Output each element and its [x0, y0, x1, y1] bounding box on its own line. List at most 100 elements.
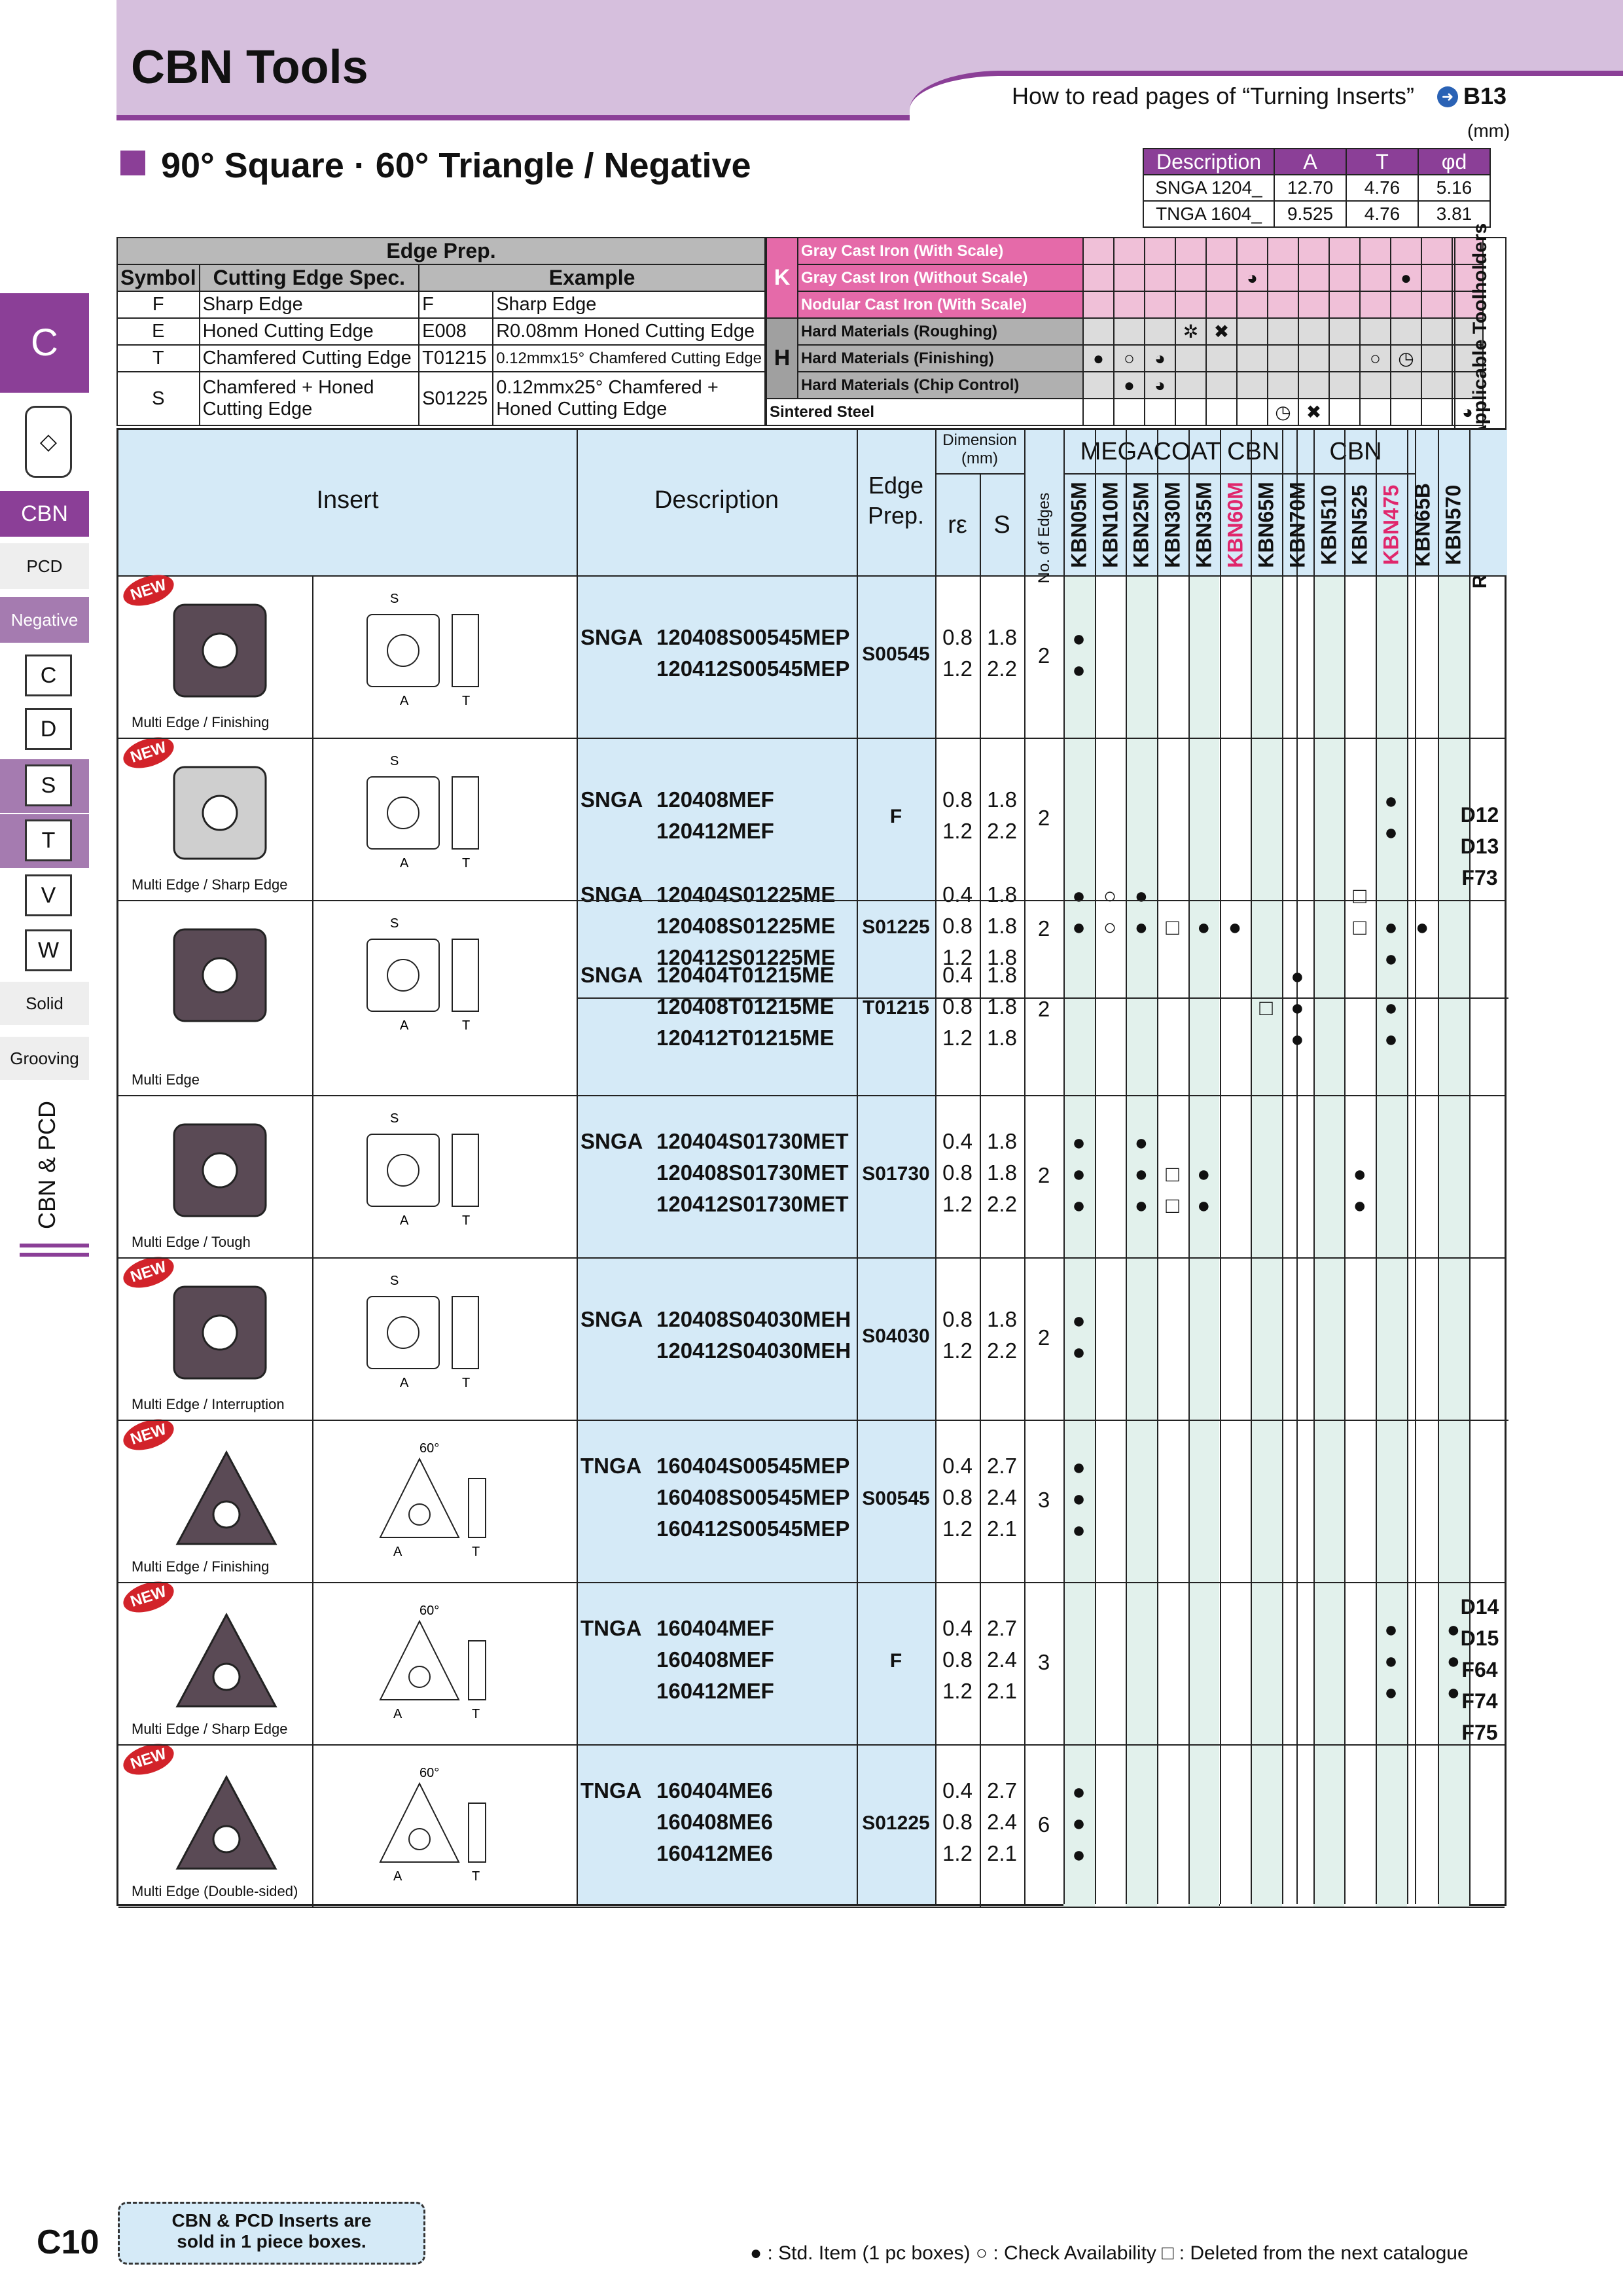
thickness-s: 2.1 [987, 1516, 1017, 1541]
svg-text:T: T [472, 1545, 480, 1559]
check-availability-mark: ○ [1103, 914, 1117, 940]
corner-radius: 0.8 [942, 913, 972, 938]
corner-radius: 0.4 [942, 962, 972, 987]
edges-header-bg [1024, 430, 1063, 575]
sidebar-item-solid[interactable]: Solid [0, 982, 89, 1025]
sidebar-item-cbn[interactable]: CBN [0, 491, 89, 537]
svg-text:S: S [390, 592, 399, 606]
std-item-mark: ● [1072, 626, 1086, 651]
svg-text:60°: 60° [419, 1766, 439, 1780]
corner-radius: 0.8 [942, 1160, 972, 1185]
edges-header: No. of Edges [1035, 492, 1053, 584]
note-line: sold in 1 piece boxes. [177, 2231, 366, 2251]
series-code: TNGA [580, 1616, 642, 1640]
part-number: 120404S01225ME [656, 882, 836, 906]
grade-column [1063, 575, 1095, 1908]
edge-prep-header: Symbol [116, 264, 200, 292]
deleted-mark: □ [1166, 1162, 1179, 1187]
ref-page-code[interactable]: D13 [1460, 834, 1499, 858]
page-title: CBN Tools [131, 41, 368, 94]
dim-cell: 9.525 [1274, 200, 1347, 228]
corner-radius: 0.4 [942, 1778, 972, 1803]
cbn-header: CBN [1329, 438, 1382, 465]
edge-prep-cell: E [116, 317, 200, 346]
shape-c-icon[interactable]: C [25, 655, 72, 696]
std-item-mark: ● [1384, 995, 1398, 1020]
shape-d-icon[interactable]: D [25, 708, 72, 750]
svg-text:60°: 60° [419, 1604, 439, 1618]
std-item-mark: ● [1446, 1680, 1461, 1705]
part-number: 120412MEF [656, 819, 774, 843]
deleted-mark: □ [1166, 1193, 1179, 1218]
std-item-mark: ● [1134, 1130, 1149, 1155]
grade-column [1438, 575, 1470, 1908]
part-number: 120412T01215ME [656, 1025, 834, 1050]
re-header: rε [948, 511, 967, 539]
thickness-s: 2.4 [987, 1810, 1017, 1834]
section-tab-c[interactable]: C [0, 293, 89, 393]
grade-header: KBN05M [1067, 482, 1091, 568]
sidebar-item-pcd[interactable]: PCD [0, 543, 89, 589]
ref-page-code[interactable]: F73 [1461, 866, 1498, 889]
shape-v-icon[interactable]: V [25, 874, 72, 916]
part-number: 160404MEF [656, 1616, 774, 1640]
std-item-mark: ● [1353, 1193, 1367, 1218]
part-number: 120412S00545MEP [656, 656, 850, 681]
ref-page-code[interactable]: D14 [1460, 1595, 1499, 1619]
std-item-mark: ● [1072, 1193, 1086, 1218]
series-code: TNGA [580, 1454, 642, 1478]
edge-prep-cell: 0.12mmx15° Chamfered Cutting Edge [492, 344, 766, 372]
ref-page-code[interactable]: F75 [1461, 1721, 1498, 1744]
insert-caption: Multi Edge / Finishing [132, 1558, 270, 1575]
shape-s-icon[interactable]: S [25, 764, 72, 806]
std-item-mark: ● [1384, 914, 1398, 940]
shape-t-icon[interactable]: T [25, 819, 72, 861]
std-item-mark: ● [1384, 1649, 1398, 1674]
sidebar-item-negative[interactable]: Negative [0, 597, 89, 643]
grade-column [1188, 575, 1220, 1908]
std-item-mark: ● [1415, 914, 1429, 940]
part-number: 120408S01730MET [656, 1160, 849, 1185]
thickness-s: 1.8 [987, 1129, 1017, 1153]
std-item-mark: ● [1134, 883, 1149, 908]
sidebar-item-grooving[interactable]: Grooving [0, 1037, 89, 1080]
ref-page-code[interactable]: D12 [1460, 803, 1499, 827]
svg-text:T: T [462, 1376, 470, 1390]
megacoat-header: MEGACOAT CBN [1080, 438, 1280, 465]
svg-text:A: A [393, 1545, 402, 1559]
svg-text:T: T [462, 694, 470, 708]
edge-prep-value: T01215 [863, 996, 929, 1018]
howto-ref-link[interactable]: B13 [1463, 82, 1507, 109]
std-item-mark: ● [1291, 1026, 1304, 1052]
thickness-s: 2.1 [987, 1679, 1017, 1703]
std-item-mark: ● [1446, 1617, 1461, 1642]
work-material: Hard Materials (Chip Control) [797, 371, 1084, 399]
edges-count: 2 [1037, 996, 1050, 1021]
edge-prep-header: Example [418, 264, 766, 292]
dim-header: Description [1143, 148, 1275, 175]
thickness-s: 1.8 [987, 625, 1017, 649]
ref-page-code[interactable]: F64 [1461, 1658, 1498, 1681]
edge-prep-header: Cutting Edge Spec. [198, 264, 420, 292]
thickness-s: 1.8 [987, 1307, 1017, 1331]
std-item-mark: ● [1072, 1486, 1086, 1511]
dim-cell: 3.81 [1418, 200, 1491, 228]
edge-prep-cell: Chamfered + Honed Cutting Edge [198, 371, 420, 426]
work-material: Gray Cast Iron (With Scale) [797, 237, 1084, 265]
ref-page-code[interactable]: D15 [1460, 1626, 1499, 1650]
grade-header-bg [1063, 430, 1507, 575]
series-code: SNGA [580, 787, 643, 812]
dim-header: T [1346, 148, 1419, 175]
edges-count: 2 [1037, 1163, 1050, 1187]
svg-text:S: S [390, 916, 399, 931]
part-number: 160404ME6 [656, 1778, 773, 1803]
ref-page-code[interactable]: F74 [1461, 1689, 1498, 1713]
series-code: SNGA [580, 882, 643, 906]
work-material: Hard Materials (Roughing) [797, 317, 1084, 346]
dim-cell: TNGA 1604_ [1143, 200, 1275, 228]
edge-prep-value: F [889, 806, 902, 827]
shape-w-icon[interactable]: W [25, 929, 72, 971]
insert-caption: Multi Edge / Finishing [132, 714, 270, 730]
